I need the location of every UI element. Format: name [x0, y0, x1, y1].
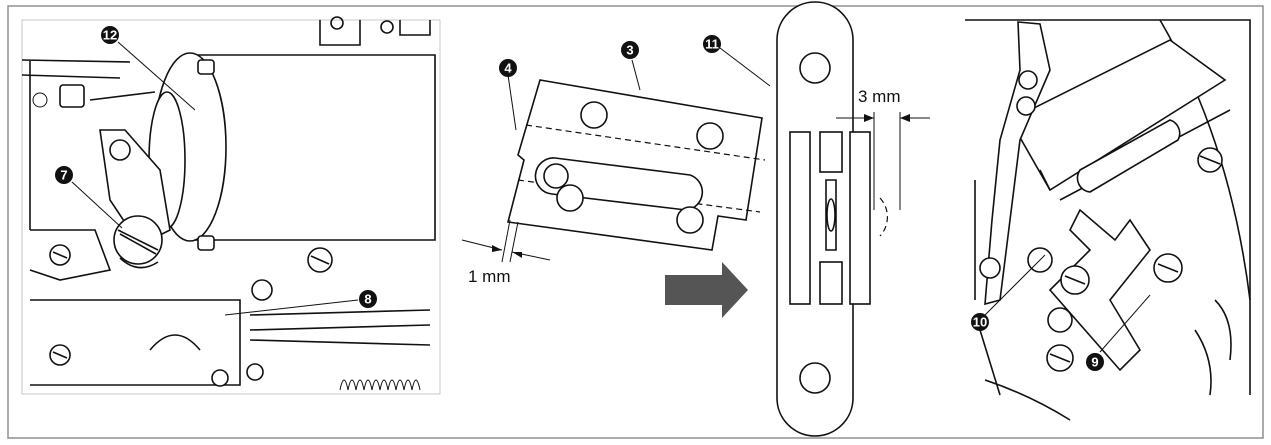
dimension-label-3mm: 3 mm: [858, 87, 901, 106]
svg-text:7: 7: [60, 168, 67, 183]
callout-7: 7: [55, 166, 73, 184]
callout-3: 3: [621, 41, 639, 59]
callout-12: 12: [101, 26, 119, 44]
left-panel-illustration: [21, 16, 441, 395]
right-panel-illustration: [965, 19, 1251, 421]
callout-10: 10: [971, 313, 989, 331]
svg-text:4: 4: [504, 61, 512, 76]
svg-text:11: 11: [705, 37, 719, 52]
svg-text:3: 3: [626, 43, 633, 58]
callout-4: 4: [499, 59, 517, 77]
figure-frame: [7, 5, 1264, 439]
svg-text:10: 10: [973, 315, 987, 330]
direction-arrow: [665, 262, 748, 318]
middle-panel-illustration: [461, 1, 930, 437]
svg-text:9: 9: [1091, 355, 1098, 370]
callout-9: 9: [1086, 353, 1104, 371]
callout-8: 8: [359, 290, 377, 308]
svg-text:12: 12: [103, 28, 117, 43]
callout-11: 11: [703, 35, 721, 53]
dimension-label-1mm: 1 mm: [468, 267, 511, 286]
svg-text:8: 8: [364, 292, 371, 307]
